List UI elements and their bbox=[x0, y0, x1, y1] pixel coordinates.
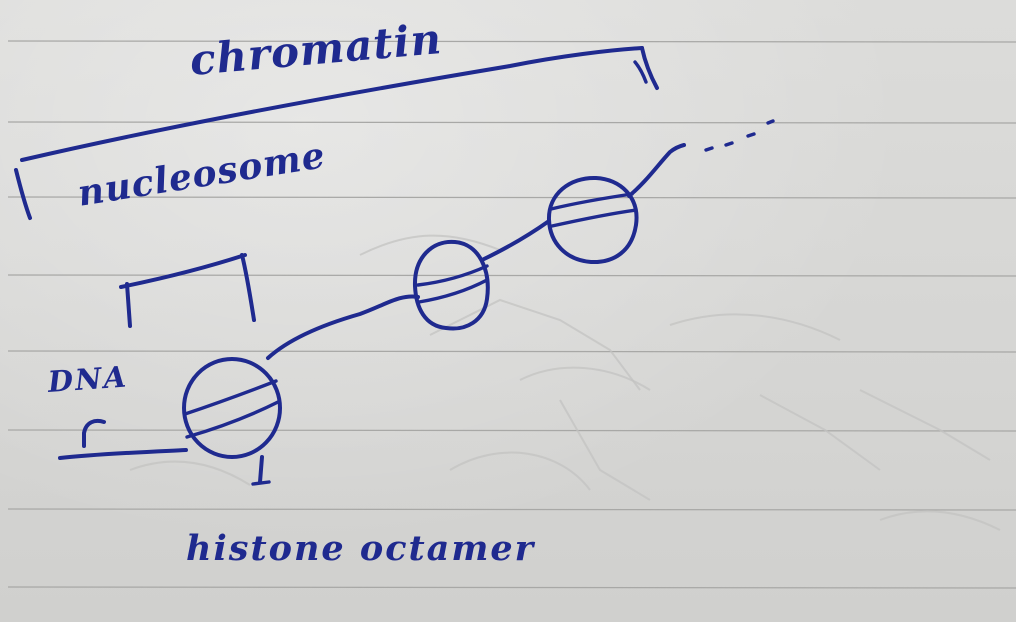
histone-bead-2 bbox=[412, 239, 490, 331]
histone-bead-1 bbox=[182, 357, 282, 486]
continuation-dots bbox=[704, 119, 775, 152]
dna-strand bbox=[58, 143, 686, 460]
dna-label: DNA bbox=[46, 359, 130, 399]
histone-bead-3 bbox=[546, 175, 639, 265]
ruled-lines bbox=[7, 40, 1016, 589]
bleed-through-marks bbox=[129, 234, 1001, 531]
histone-octamer-label: histone octamer bbox=[186, 528, 536, 569]
nucleosome-bracket bbox=[119, 253, 256, 328]
chromatin-bracket bbox=[14, 46, 659, 220]
